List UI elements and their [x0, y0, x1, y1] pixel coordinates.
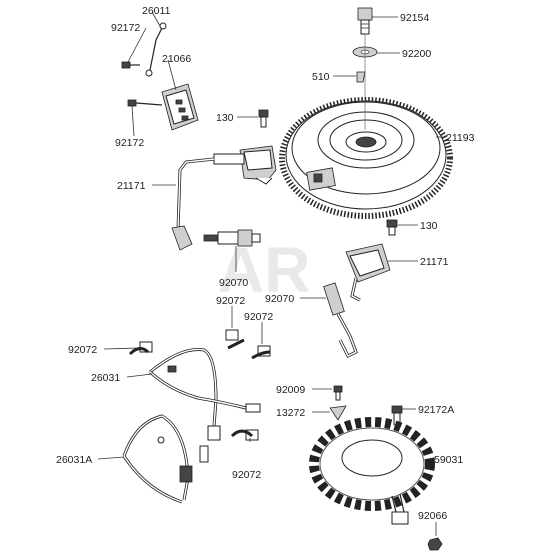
- label-92009: 92009: [276, 384, 305, 396]
- label-59031: 59031: [434, 454, 463, 466]
- label-130-top: 130: [216, 112, 234, 124]
- stator-59031: [309, 417, 435, 525]
- label-21193: 21193: [446, 132, 475, 144]
- label-92172A: 92172A: [418, 404, 454, 416]
- label-26031A: 26031A: [56, 454, 92, 466]
- screw-92172-top: [121, 61, 140, 69]
- regulator-21066: [161, 83, 199, 131]
- key-510: [356, 71, 366, 83]
- harness-26031: [148, 347, 261, 441]
- clip-92072-a: [225, 329, 245, 350]
- label-92072-a: 92072: [216, 295, 245, 307]
- label-21171-left: 21171: [117, 180, 146, 192]
- label-510: 510: [312, 71, 330, 83]
- clip-92072-d: [230, 429, 259, 441]
- label-92072-d: 92072: [232, 469, 261, 481]
- label-26011: 26011: [142, 5, 171, 17]
- spark-plug-92070: [203, 229, 261, 247]
- label-21066: 21066: [162, 53, 191, 65]
- watermark: AR: [218, 234, 310, 306]
- bolt-92154: [357, 7, 373, 35]
- label-21171-right: 21171: [420, 256, 449, 268]
- nut-92066: [427, 537, 443, 551]
- label-92072-c: 92072: [68, 344, 97, 356]
- label-130-mid: 130: [420, 220, 438, 232]
- leader-lines: [97, 11, 444, 536]
- bolt-130-mid: [386, 219, 398, 236]
- label-92172-mid: 92172: [115, 137, 144, 149]
- label-92200: 92200: [402, 48, 431, 60]
- label-92066: 92066: [418, 510, 447, 522]
- clip-92072-b: [251, 345, 271, 360]
- clip-92072-c: [128, 341, 153, 356]
- label-92154: 92154: [400, 12, 429, 24]
- harness-26031A: [122, 414, 209, 504]
- ground-wire-26011: [145, 22, 167, 77]
- label-92172-top: 92172: [111, 22, 140, 34]
- screw-92009: [333, 385, 343, 401]
- label-92072-b: 92072: [244, 311, 273, 323]
- plug-cap-92070: [323, 282, 358, 359]
- part-number-labels: 26011 92172 21066 92172 92154 92200 510 …: [56, 5, 475, 522]
- bolt-130-top: [258, 109, 269, 128]
- flywheel: [279, 97, 453, 219]
- screw-92172-mid: [127, 99, 163, 107]
- plate-13272: [329, 405, 347, 421]
- label-92070-cap: 92070: [265, 293, 294, 305]
- label-26031: 26031: [91, 372, 120, 384]
- label-92070-plug: 92070: [219, 277, 248, 289]
- label-13272: 13272: [276, 407, 305, 419]
- ignition-coil-left: [171, 145, 277, 251]
- ignition-coil-right: [345, 243, 391, 302]
